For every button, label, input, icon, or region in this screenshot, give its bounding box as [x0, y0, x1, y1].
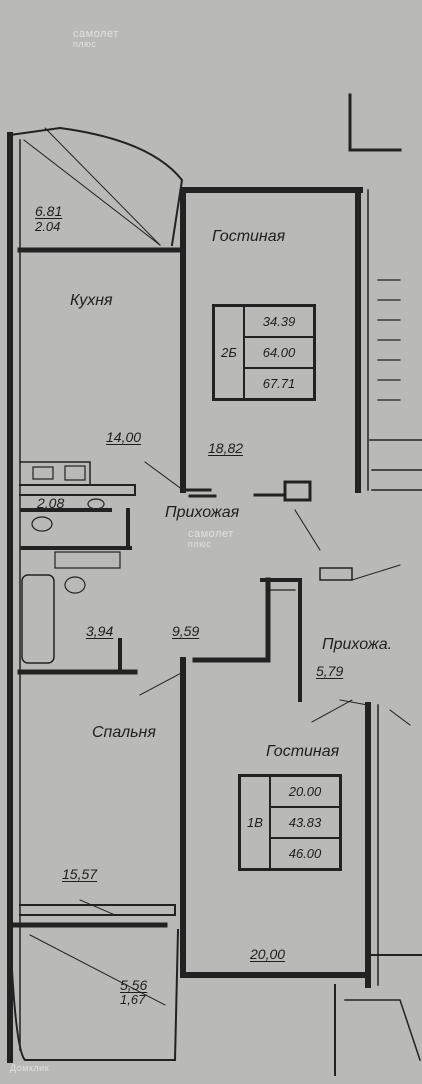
wc-area: 2,08	[37, 495, 65, 511]
kitchen-label: Кухня	[70, 292, 113, 309]
hallway-1v-area: 5,79	[316, 663, 344, 679]
hallway-area: 9,59	[172, 623, 200, 639]
total-area-value: 43.83	[270, 807, 340, 838]
watermark-subtext: плюс	[188, 539, 212, 549]
watermark-bottom: Домклик	[10, 1063, 49, 1073]
balcony-area-secondary: 2.04	[35, 219, 61, 234]
apartment-code: 1В	[240, 776, 270, 869]
living-area-value: 34.39	[244, 306, 314, 337]
full-area-value: 67.71	[244, 368, 314, 399]
area-table-2b: 2Б 34.39 64.00 67.71	[212, 304, 316, 401]
area-table-1v: 1В 20.00 43.83 46.00	[238, 774, 342, 871]
watermark-text: Домклик	[10, 1063, 50, 1073]
watermark-subtext: плюс	[73, 39, 97, 49]
full-area-value: 46.00	[270, 838, 340, 869]
apartment-code: 2Б	[214, 306, 244, 399]
watermark-text: самолет	[73, 28, 119, 40]
loggia-area: 5,56	[120, 977, 148, 993]
living-room-label: Гостиная	[212, 228, 286, 245]
watermark-middle: самолет плюс	[188, 528, 234, 549]
living-room-1v-label: Гостиная	[266, 743, 340, 760]
bedroom-label: Спальня	[92, 724, 156, 741]
living-room-1v-area: 20,00	[250, 946, 286, 962]
living-room-area: 18,82	[208, 440, 244, 456]
total-area-value: 64.00	[244, 337, 314, 368]
bathroom-area: 3,94	[86, 623, 114, 639]
watermark-text: самолет	[188, 528, 234, 540]
hallway-1v-label: Прихожа.	[322, 636, 393, 653]
watermark-top: самолет плюс	[73, 28, 119, 49]
bedroom-area: 15,57	[62, 866, 98, 882]
hallway-label: Прихожая	[165, 504, 240, 521]
kitchen-area: 14,00	[106, 429, 142, 445]
balcony-area: 6.81	[35, 203, 63, 219]
living-area-value: 20.00	[270, 776, 340, 807]
loggia-area-secondary: 1,67	[120, 992, 146, 1007]
